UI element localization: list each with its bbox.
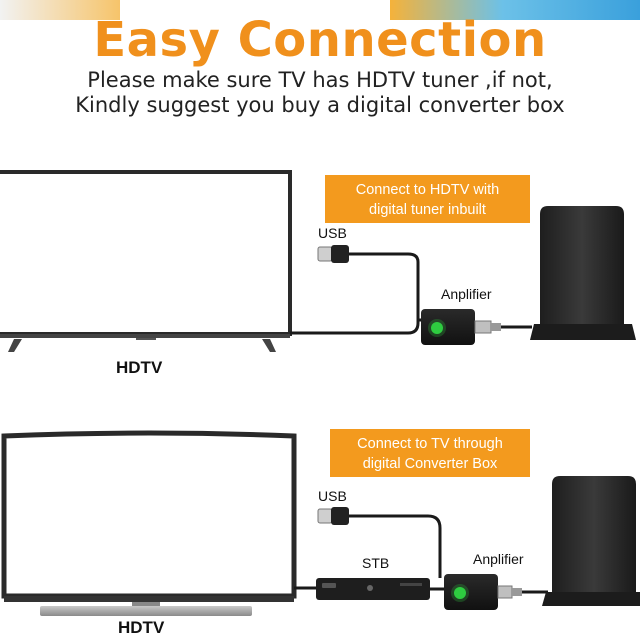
callout-line: digital Converter Box: [362, 456, 498, 472]
callout-line: digital tuner inbuilt: [369, 202, 486, 218]
tv-sensor: [136, 338, 156, 340]
callout-hdtv-tuner: Connect to HDTV with digital tuner inbui…: [325, 175, 530, 223]
subtitle-line-1: Please make sure TV has HDTV tuner ,if n…: [87, 68, 553, 92]
stb-label: STB: [362, 555, 390, 571]
tv-foot-left: [8, 339, 22, 352]
hdtv-label: HDTV: [116, 358, 163, 377]
stb-box: [316, 578, 430, 600]
decorative-corner-right: [390, 0, 640, 20]
usb-cable-1: [290, 252, 420, 335]
callout-line: Connect to HDTV with: [355, 182, 500, 198]
tv-stand: [40, 606, 252, 616]
usb-cable-2: [348, 514, 442, 578]
amplifier-label: Anplifier: [441, 286, 492, 302]
led-indicator-2: [454, 587, 466, 599]
page-title: Easy Connection: [93, 12, 547, 68]
hdtv-1: [0, 170, 292, 352]
usb-label: USB: [318, 225, 347, 241]
tv-foot-right: [262, 339, 276, 352]
decorative-corner-left: [0, 0, 120, 20]
amplifier-2: [444, 574, 522, 610]
led-indicator-1: [431, 322, 443, 334]
usb-label: USB: [318, 488, 347, 504]
subtitle-line-2: Kindly suggest you buy a digital convert…: [75, 93, 565, 117]
antenna-1: [530, 206, 636, 340]
usb-plug-2: [317, 507, 349, 525]
amplifier-1: [421, 309, 501, 345]
amplifier-label: Anplifier: [473, 551, 524, 567]
hdtv-2: [1, 430, 297, 616]
usb-plug-1: [317, 245, 349, 263]
callout-line: Connect to TV through: [357, 436, 503, 452]
callout-converter-box: Connect to TV through digital Converter …: [330, 429, 530, 477]
antenna-2: [542, 476, 640, 606]
hdtv-label: HDTV: [118, 618, 165, 637]
